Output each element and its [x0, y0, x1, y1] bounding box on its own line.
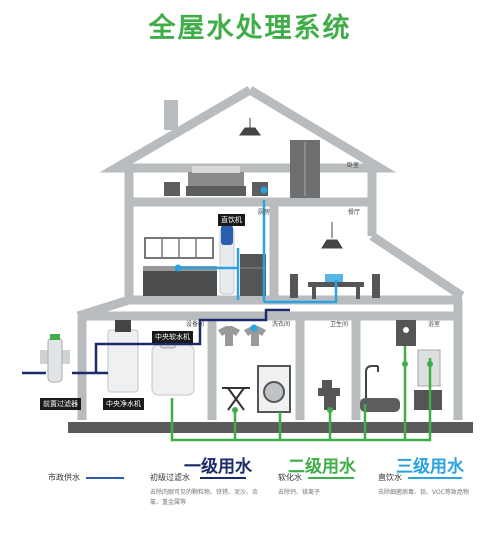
toilet-icon — [318, 380, 340, 410]
lamp-icon — [321, 222, 343, 249]
clothes-icon — [218, 326, 266, 346]
device-label-drinking-machine: 直饮机 — [218, 214, 245, 226]
room-label-toilet: 卫生间 — [330, 321, 349, 328]
legend-level3-desc: 去除细菌病毒、铅、VOC等致癌物 — [378, 489, 469, 496]
legend-level2-desc: 去除钙、镁离子 — [278, 489, 321, 496]
bed-icon — [186, 166, 246, 196]
legend-municipal-label: 市政供水 — [48, 473, 80, 482]
level1-pipes — [72, 308, 290, 375]
level3-pipes — [178, 200, 338, 304]
room-label-dining: 餐厅 — [348, 209, 361, 216]
room-label-kitchen: 厨房 — [258, 209, 271, 216]
page-title: 全屋水处理系统 — [148, 13, 352, 44]
water-heater-icon — [396, 320, 416, 346]
bathtub-icon — [360, 398, 400, 412]
purifier-icon — [107, 320, 139, 393]
chimney — [164, 100, 178, 130]
legend-level1-line — [200, 477, 246, 479]
legend-level2-name: 软化水 — [278, 473, 302, 482]
drinking-machine-icon — [219, 225, 235, 295]
legend-level2-line — [308, 477, 354, 479]
room-label-bedroom: 卧室 — [347, 162, 360, 169]
sink-cabinet-icon — [414, 349, 442, 410]
legend-level3-title: 三级用水 — [396, 457, 464, 477]
room-label-equipment: 设备间 — [186, 321, 205, 328]
level2-joints — [232, 361, 433, 413]
room-label-laundry: 洗衣间 — [272, 321, 291, 328]
device-label-softener: 中央软水机 — [152, 331, 193, 343]
level2-pipes — [170, 346, 432, 442]
room-label-bathroom: 浴室 — [428, 321, 441, 328]
legend-level2-title: 二级用水 — [288, 457, 356, 477]
device-label-prefilter: 前置过滤器 — [40, 398, 81, 410]
level3-joints — [174, 186, 268, 332]
lamp-icon — [239, 118, 261, 136]
legend-level1-name: 初级过滤水 — [150, 473, 190, 482]
house-walls — [76, 86, 465, 420]
refrigerator-icon — [240, 254, 266, 296]
shower-icon — [365, 365, 379, 400]
ironing-board-icon — [222, 387, 250, 411]
ground-slab — [68, 422, 473, 433]
wardrobe-icon — [290, 140, 320, 198]
legend-level3-name: 直饮水 — [378, 473, 402, 482]
legend-level1-title: 一级用水 — [184, 457, 252, 477]
prefilter-icon — [40, 334, 70, 383]
washing-machine-icon — [257, 365, 291, 413]
device-label-purifier: 中央净水机 — [103, 398, 144, 410]
legend-level3-line — [408, 477, 462, 479]
legend-municipal-line — [86, 477, 124, 479]
legend-level1-desc: 去除肉眼可见的颗粒物、铁锈、泥沙、余氯、重金属等 — [150, 489, 259, 506]
